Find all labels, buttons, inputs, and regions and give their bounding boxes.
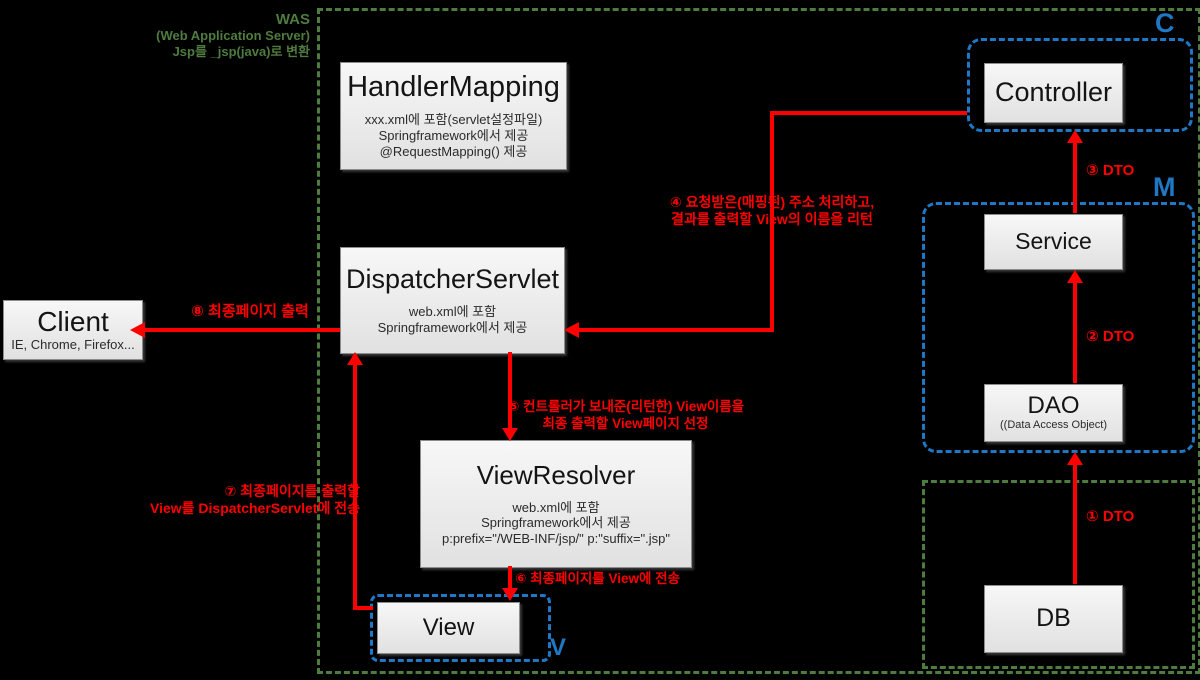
arrow-dispatcher-to-resolver-line	[508, 352, 512, 428]
arrow-view-to-dispatcher-head	[347, 352, 363, 365]
label-dto-db-dao: ① DTO	[1086, 508, 1135, 525]
view-resolver-line2: Springframework에서 제공	[481, 515, 631, 531]
dispatcher-servlet-line1: web.xml에 포함	[408, 304, 497, 320]
arrow-dispatcher-to-client-head	[130, 322, 145, 338]
client-title: Client	[37, 305, 109, 337]
arrow-resolver-to-view-head	[502, 588, 518, 601]
dispatcher-servlet-line2: Springframework에서 제공	[377, 320, 528, 336]
model-region-label: M	[1153, 172, 1176, 202]
label-controller-return-2: 결과를 출력할 View의 이름을 리턴	[671, 211, 873, 227]
label-controller-return-1: ④ 요청받은(매핑된) 주소 처리하고,	[669, 194, 875, 210]
arrow-controller-return-top	[770, 111, 967, 115]
handler-mapping-title: HandlerMapping	[347, 71, 560, 104]
arrow-db-to-dao-head	[1067, 452, 1083, 465]
arrow-view-to-dispatcher-stub	[353, 606, 373, 610]
label-dto-dao-service: ② DTO	[1086, 328, 1135, 345]
view-box: View	[377, 602, 520, 654]
view-resolver-title: ViewResolver	[476, 459, 636, 490]
model-region-border	[922, 202, 1195, 453]
arrow-service-to-controller-line	[1073, 141, 1077, 213]
view-region-border	[370, 594, 551, 662]
arrow-controller-return-bottom	[579, 328, 774, 332]
dao-box: DAO ((Data Access Object)	[984, 384, 1123, 442]
arrow-dao-to-service-head	[1067, 270, 1083, 283]
dao-line1: ((Data Access Object)	[1000, 419, 1107, 432]
client-box: Client IE, Chrome, Firefox...	[3, 300, 143, 360]
was-title: WAS	[275, 11, 310, 28]
db-region-border	[922, 480, 1195, 669]
arrow-resolver-to-view-line	[508, 566, 512, 590]
arrow-dispatcher-to-resolver-head	[502, 428, 518, 441]
handler-mapping-line3: @RequestMapping() 제공	[379, 143, 528, 159]
arrow-dispatcher-to-client-line	[145, 328, 340, 332]
handler-mapping-line2: Springframework에서 제공	[378, 128, 529, 144]
view-resolver-line3: p:prefix="/WEB-INF/jsp/" p:"suffix=".jsp…	[441, 531, 670, 547]
arrow-controller-return-vert	[770, 111, 774, 332]
controller-region-label: C	[1155, 8, 1175, 38]
controller-box: Controller	[984, 63, 1123, 123]
label-view-to-dispatcher-1: ⑦ 최종페이지를 출력할	[224, 483, 360, 499]
db-title: DB	[1036, 604, 1071, 633]
label-send-to-view: ⑥ 최종페이지를 View에 전송	[515, 571, 680, 586]
label-view-to-dispatcher-2: View를 DispatcherServlet에 전송	[149, 500, 360, 516]
service-box: Service	[984, 214, 1123, 270]
view-region-label: V	[550, 634, 567, 661]
label-resolver-request-1: ⑤ 컨트롤러가 보내준(리턴한) View이름을	[508, 399, 745, 414]
view-resolver-box: ViewResolver web.xml에 포함 Springframework…	[420, 440, 692, 568]
arrow-view-to-dispatcher-line	[353, 363, 357, 610]
controller-title: Controller	[994, 77, 1113, 108]
arrow-db-to-dao-line	[1073, 463, 1077, 584]
client-line1: IE, Chrome, Firefox...	[11, 337, 135, 353]
dispatcher-servlet-box: DispatcherServlet web.xml에 포함 Springfram…	[340, 247, 565, 354]
arrow-dao-to-service-line	[1073, 281, 1077, 383]
service-title: Service	[1015, 228, 1092, 255]
label-resolver-request-2: 최종 출력할 View페이지 선정	[542, 416, 709, 431]
was-line2: Jsp를 _jsp(java)로 변환	[172, 44, 310, 59]
handler-mapping-box: HandlerMapping xxx.xml에 포함(servlet설정파일) …	[340, 62, 567, 170]
arrow-service-to-controller-head	[1067, 130, 1083, 143]
label-final-output: ⑧ 최종페이지 출력	[191, 303, 309, 320]
handler-mapping-line1: xxx.xml에 포함(servlet설정파일)	[364, 112, 543, 128]
was-line1: (Web Application Server)	[156, 28, 310, 43]
was-region-border	[317, 8, 1200, 674]
was-caption: WAS (Web Application Server) Jsp를 _jsp(j…	[60, 12, 310, 60]
dao-title: DAO	[1027, 392, 1080, 420]
db-box: DB	[984, 585, 1123, 653]
label-dto-service-controller: ③ DTO	[1086, 162, 1135, 179]
view-resolver-line1: web.xml에 포함	[512, 499, 600, 515]
arrow-controller-return-head	[564, 322, 579, 338]
dispatcher-servlet-title: DispatcherServlet	[345, 263, 560, 294]
view-title: View	[422, 613, 475, 641]
